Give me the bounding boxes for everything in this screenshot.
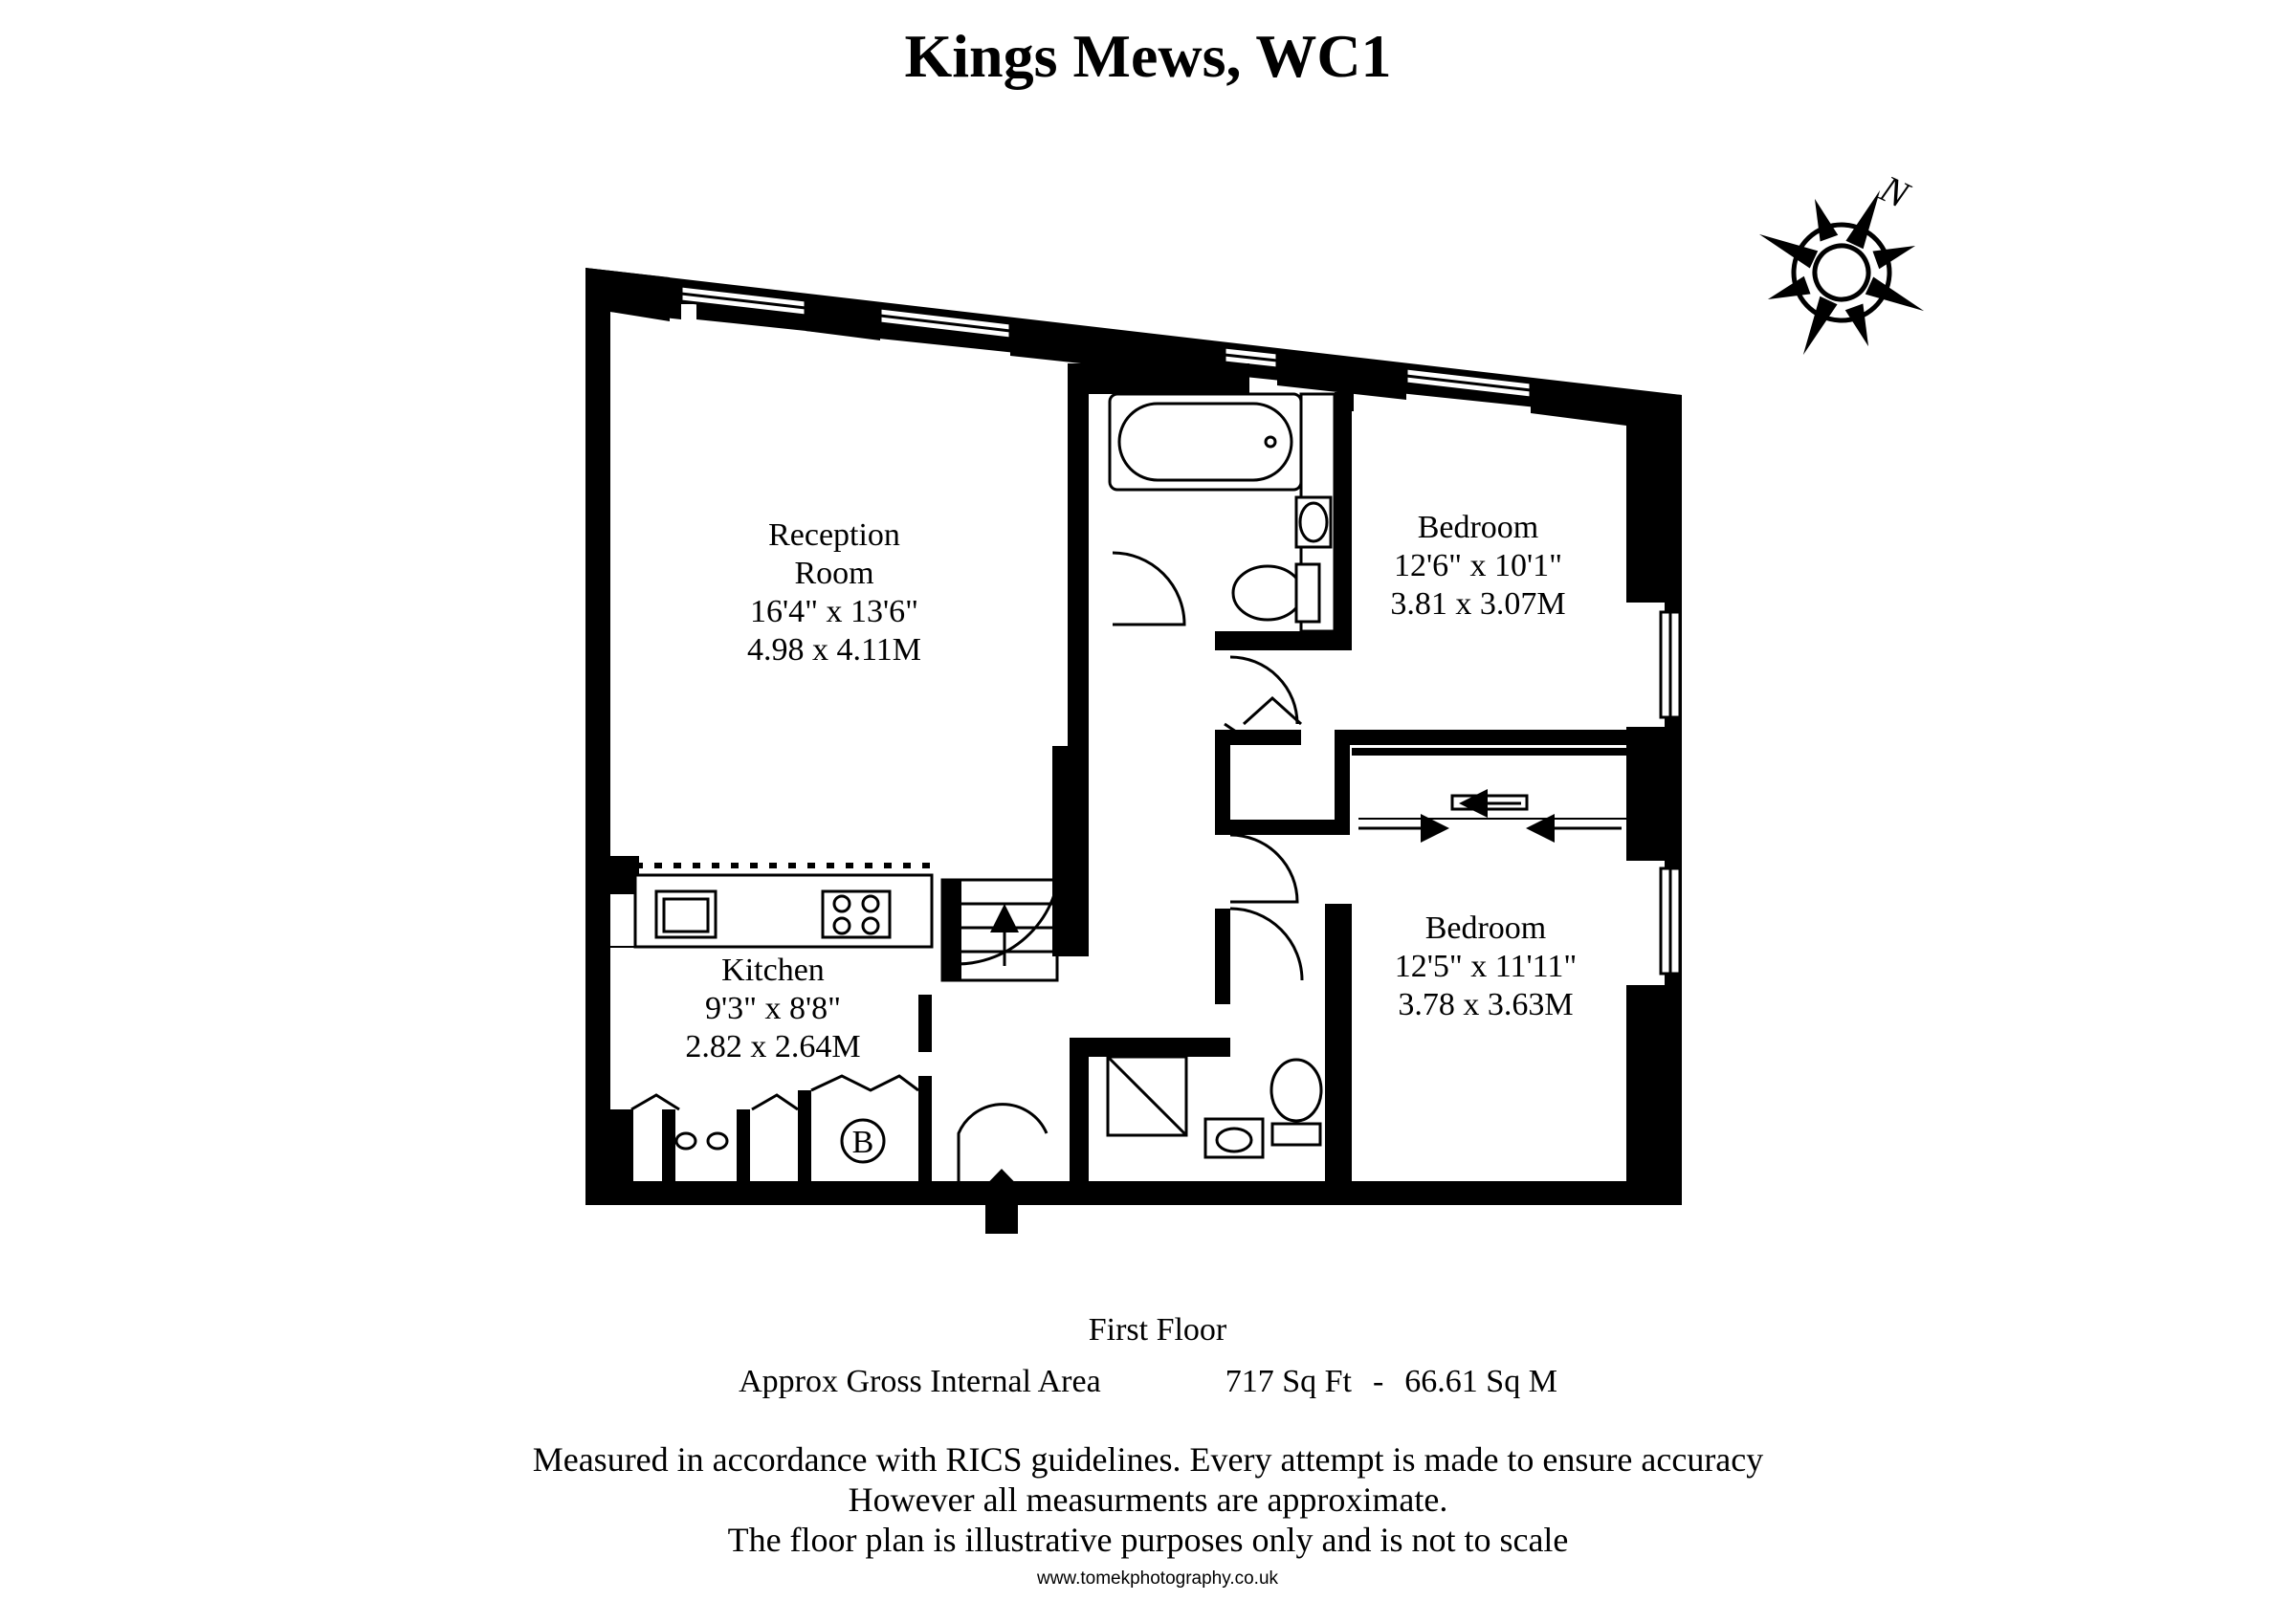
compass-icon (1758, 189, 1925, 356)
svg-text:2.82 x 2.64M: 2.82 x 2.64M (685, 1029, 860, 1064)
bathroom-fixtures (1108, 392, 1336, 633)
entrance-arrow-icon (974, 1169, 1029, 1234)
disclaimer-line: The floor plan is illustrative purposes … (727, 1521, 1569, 1559)
svg-text:12'5" x 11'11": 12'5" x 11'11" (1395, 949, 1578, 984)
svg-text:Reception: Reception (768, 517, 900, 553)
area-sqft: 717 Sq Ft (1225, 1364, 1352, 1399)
room-label-bedroom-2: Bedroom 12'5" x 11'11" 3.78 x 3.63M (1395, 910, 1578, 1022)
svg-text:4.98 x 4.11M: 4.98 x 4.11M (747, 632, 921, 668)
disclaimer-line: However all measurments are approximate. (848, 1480, 1448, 1519)
internal-walls (585, 268, 1682, 1205)
disclaimer: Measured in accordance with RICS guideli… (0, 1439, 2296, 1560)
cupboards (630, 1074, 919, 1164)
ensuite-fixtures (1106, 1055, 1323, 1159)
wardrobe-arrows (1358, 789, 1626, 843)
door-swings (956, 551, 1304, 1181)
area-label: Approx Gross Internal Area (739, 1364, 1101, 1399)
area-line: Approx Gross Internal Area 717 Sq Ft-66.6… (0, 1364, 2296, 1400)
compass-label: N (1873, 166, 1917, 217)
disclaimer-line: Measured in accordance with RICS guideli… (532, 1440, 1764, 1479)
plan-title: Kings Mews, WC1 (904, 22, 1392, 90)
outer-walls (585, 268, 1682, 1205)
svg-text:Bedroom: Bedroom (1425, 910, 1547, 946)
svg-text:3.81 x 3.07M: 3.81 x 3.07M (1390, 586, 1565, 622)
svg-text:3.78 x 3.63M: 3.78 x 3.63M (1398, 987, 1573, 1022)
kitchen-units (610, 863, 934, 949)
svg-text:Kitchen: Kitchen (721, 953, 825, 988)
floor-name: First Floor (1088, 1312, 1227, 1348)
area-separator: - (1372, 1364, 1384, 1399)
room-label-reception: Reception Room 16'4" x 13'6" 4.98 x 4.11… (747, 517, 921, 668)
svg-text:16'4" x 13'6": 16'4" x 13'6" (750, 594, 918, 629)
area-sqm: 66.61 Sq M (1404, 1364, 1557, 1399)
svg-text:Room: Room (794, 556, 873, 591)
website-link[interactable]: www.tomekphotography.co.uk (1036, 1568, 1279, 1589)
svg-text:9'3" x 8'8": 9'3" x 8'8" (705, 991, 841, 1026)
right-windows (1659, 610, 1682, 976)
room-label-bedroom-1: Bedroom 12'6" x 10'1" 3.81 x 3.07M (1390, 510, 1565, 622)
svg-text:Bedroom: Bedroom (1418, 510, 1539, 545)
boiler-label: B (852, 1125, 874, 1160)
svg-text:12'6" x 10'1": 12'6" x 10'1" (1394, 548, 1562, 583)
room-label-kitchen: Kitchen 9'3" x 8'8" 2.82 x 2.64M (685, 953, 860, 1064)
boiler-icon (840, 1118, 886, 1164)
stairs (940, 878, 1059, 982)
